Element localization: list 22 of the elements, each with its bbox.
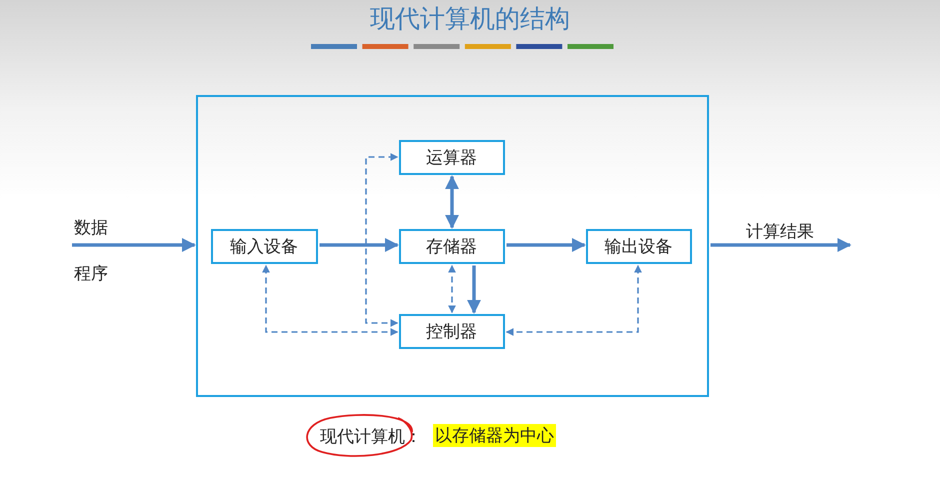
- component-box: 运算器: [398, 140, 504, 174]
- arrow: [445, 175, 459, 229]
- title: 现代计算机的结构: [369, 4, 571, 35]
- side-label: 程序: [74, 263, 108, 285]
- arrow: [467, 266, 481, 314]
- edge-label: 计算结果: [746, 221, 814, 243]
- arrow: [506, 238, 586, 252]
- component-box: 存储器: [398, 228, 504, 264]
- arrow: [320, 238, 399, 252]
- arrow: [72, 238, 196, 252]
- arrow: [506, 264, 642, 336]
- arrow: [262, 264, 398, 336]
- caption-text: 现代计算机：: [320, 426, 422, 448]
- highlighted-text: 以存储器为中心: [433, 424, 556, 447]
- arrow: [365, 153, 398, 327]
- component-box: 输出设备: [586, 228, 692, 264]
- arrow: [710, 238, 852, 252]
- component-box: 输入设备: [210, 228, 318, 264]
- component-box: 控制器: [398, 314, 504, 348]
- edge-label: 数据: [74, 217, 108, 239]
- arrow: [448, 264, 456, 314]
- frame-box: [196, 95, 709, 397]
